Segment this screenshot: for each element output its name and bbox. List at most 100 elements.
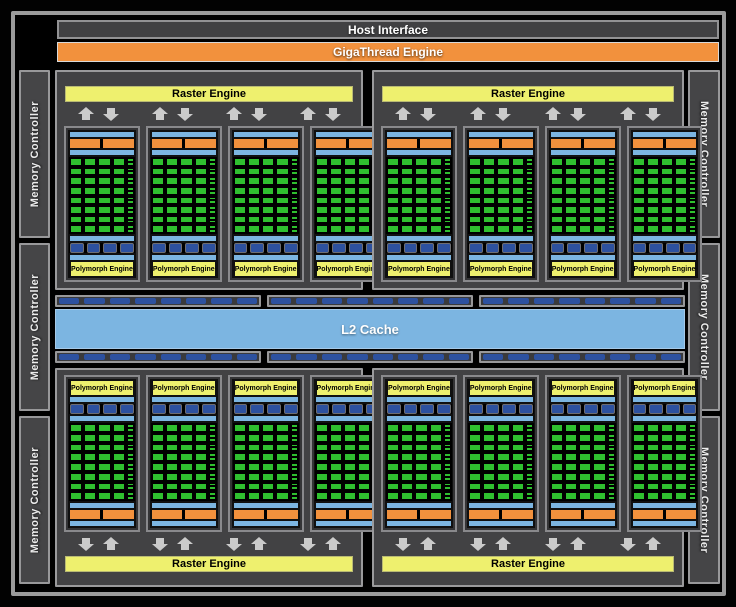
cuda-core (71, 483, 82, 490)
cuda-core (416, 434, 427, 441)
cuda-core (416, 444, 427, 451)
polymorph-engine-bar: Polymorph Engine (388, 262, 450, 276)
sfu-unit (444, 483, 450, 486)
sfu-unit (526, 159, 532, 161)
cuda-core (484, 197, 495, 204)
sfu-unit (209, 444, 215, 447)
sfu-unit (127, 178, 133, 181)
arrow-pair (212, 534, 280, 554)
core-row (152, 483, 215, 490)
cuda-core (195, 168, 206, 175)
cuda-core (181, 197, 192, 204)
arrow-down-icon (324, 107, 341, 121)
l2-segment (584, 354, 605, 360)
arrow-down-icon (420, 107, 436, 121)
l2-segment (397, 354, 419, 360)
sfu-column (127, 473, 133, 480)
sfu-unit (608, 216, 614, 219)
warp-scheduler-segment (103, 510, 134, 519)
core-row (152, 226, 215, 232)
sm-bus-bar (468, 255, 533, 260)
sfu-unit (291, 191, 297, 194)
core-row (633, 454, 696, 460)
polymorph-engine-label: Polymorph Engine (633, 384, 696, 392)
sfu-column (444, 473, 450, 480)
sfu-unit (127, 497, 133, 499)
cuda-core (181, 216, 192, 223)
sfu-unit (690, 464, 696, 466)
shared-memory-segment (485, 243, 500, 253)
sfu-column (608, 464, 614, 470)
cuda-core (416, 159, 427, 165)
memory-controller-left-bottom: Memory Controller (19, 416, 50, 584)
raster-sm-arrows (381, 532, 675, 556)
cuda-core (99, 226, 110, 232)
cuda-core (416, 207, 427, 213)
polymorph-engine-bar: Polymorph Engine (551, 262, 614, 276)
cuda-core (661, 425, 673, 431)
warp-scheduler-segment (151, 139, 183, 148)
cuda-core (85, 178, 96, 184)
cuda-core (565, 483, 577, 490)
l2-segment (84, 298, 105, 304)
shared-memory-segment (567, 404, 582, 414)
cuda-core (551, 207, 562, 213)
warp-scheduler-strip (468, 139, 533, 148)
core-row (316, 444, 379, 451)
sfu-unit (608, 438, 614, 441)
cuda-core (248, 434, 260, 441)
sfu-unit (608, 220, 614, 223)
cuda-core (388, 444, 399, 451)
warp-scheduler-strip (315, 139, 380, 148)
warp-scheduler-segment (468, 139, 500, 148)
warp-scheduler-segment (420, 510, 451, 519)
shared-memory-strip (69, 404, 135, 414)
raster-sm-arrows (64, 102, 354, 126)
core-row (551, 168, 614, 175)
sfu-unit (209, 434, 215, 437)
cuda-core (484, 425, 495, 431)
cuda-core (484, 178, 495, 184)
gigathread-engine-bar: GigaThread Engine (57, 42, 719, 62)
arrow-pair (606, 104, 675, 124)
cuda-core (512, 473, 523, 480)
cuda-core (152, 187, 164, 194)
sfu-unit (291, 216, 297, 219)
warp-scheduler-segment (665, 510, 697, 519)
cuda-core (248, 187, 260, 194)
cuda-core (430, 483, 441, 490)
shared-memory-segment (202, 243, 216, 253)
sfu-column (209, 207, 215, 213)
core-row (388, 207, 450, 213)
sfu-unit (444, 454, 450, 457)
cuda-core (71, 444, 82, 451)
cuda-core (388, 207, 399, 213)
l2-segment (296, 354, 317, 360)
cuda-core (565, 444, 577, 451)
cuda-core (99, 216, 110, 223)
cuda-core (359, 434, 370, 441)
cuda-core-grid (150, 423, 217, 501)
sfu-unit (690, 168, 696, 171)
polymorph-engine-label: Polymorph Engine (316, 265, 379, 273)
sm-bus-bar (468, 397, 533, 402)
shared-memory-segment (649, 243, 663, 253)
cuda-core (167, 178, 178, 184)
sfu-column (127, 197, 133, 204)
sfu-column (690, 464, 696, 470)
core-row (551, 483, 614, 490)
cuda-core (430, 178, 441, 184)
cuda-core (551, 187, 562, 194)
cuda-core (181, 434, 192, 441)
core-row (316, 464, 379, 470)
cuda-core (344, 454, 356, 460)
sfu-column (127, 454, 133, 460)
cuda-core (234, 444, 245, 451)
l2-segment (448, 298, 469, 304)
cuda-core (195, 159, 206, 165)
sfu-column (608, 493, 614, 499)
cuda-core (498, 434, 509, 441)
core-row (316, 187, 379, 194)
sfu-unit (209, 483, 215, 486)
sm-block: Polymorph Engine (462, 126, 539, 282)
